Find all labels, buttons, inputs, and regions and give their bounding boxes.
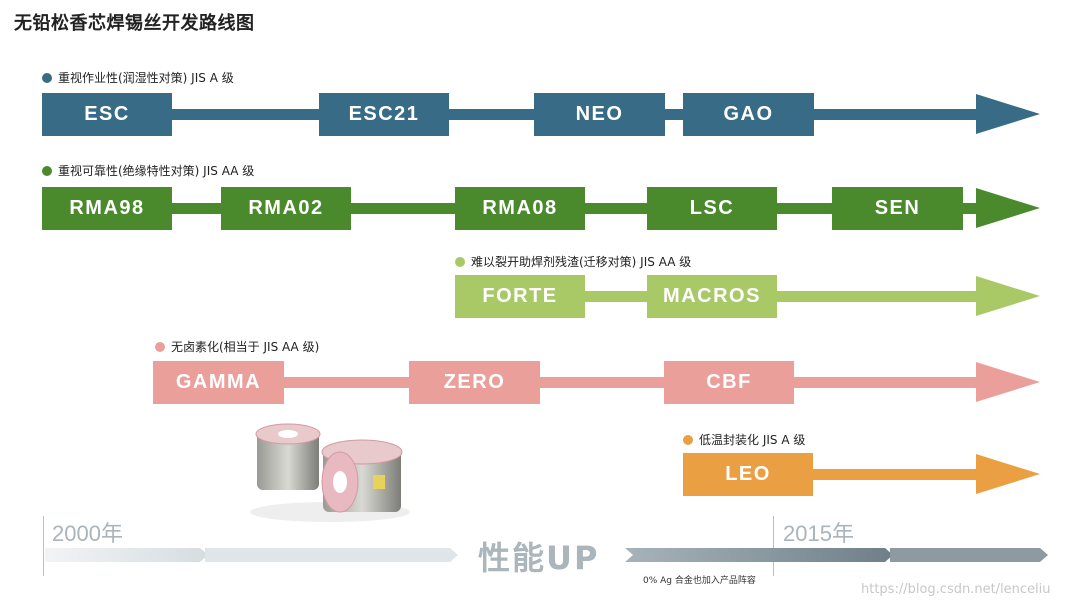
end-year-label: 2015年 xyxy=(783,521,854,546)
arrow-head-icon xyxy=(976,454,1040,494)
product-box: GAMMA xyxy=(153,361,284,404)
row-label-text: 低温封装化 JIS A 级 xyxy=(699,433,806,447)
row-label-low-temp: 低温封装化 JIS A 级 xyxy=(683,431,805,448)
product-box: RMA98 xyxy=(42,187,172,230)
timeline-tick xyxy=(773,516,774,576)
performance-up-label: 性能UP xyxy=(478,539,600,577)
page-title: 无铅松香芯焊锡丝开发路线图 xyxy=(14,13,255,34)
row-label-halogen-free: 无卤素化(相当于 JIS AA 级) xyxy=(155,338,319,355)
product-box: NEO xyxy=(534,93,665,136)
arrow-head-icon xyxy=(976,94,1040,134)
bullet-dot-icon xyxy=(42,72,52,83)
row-label-text: 重视作业性(润湿性对策) JIS A 级 xyxy=(58,71,234,85)
row-label-migration: 难以裂开助焊剂残渣(迁移对策) JIS AA 级 xyxy=(455,253,691,270)
arrow-head-icon xyxy=(976,362,1040,402)
silver-free-note: 0% Ag 合金也加入产品阵容 xyxy=(643,576,756,586)
product-box: LSC xyxy=(647,187,777,230)
start-year-label: 2000年 xyxy=(52,521,123,546)
product-box: CBF xyxy=(664,361,794,404)
product-box: MACROS xyxy=(647,275,777,318)
product-box: LEO xyxy=(683,453,813,496)
bullet-dot-icon xyxy=(42,165,52,176)
product-box: GAO xyxy=(683,93,814,136)
roadmap-line xyxy=(153,377,982,388)
row-label-text: 无卤素化(相当于 JIS AA 级) xyxy=(171,340,320,354)
product-box: ESC21 xyxy=(319,93,449,136)
arrow-head-icon xyxy=(976,276,1040,316)
bullet-dot-icon xyxy=(455,256,465,267)
bullet-dot-icon xyxy=(155,341,165,352)
product-box: ESC xyxy=(42,93,172,136)
product-box: RMA02 xyxy=(221,187,351,230)
product-box: SEN xyxy=(832,187,963,230)
arrow-head-icon xyxy=(976,188,1040,228)
row-label-workability: 重视作业性(润湿性对策) JIS A 级 xyxy=(42,69,234,86)
watermark: https://blog.csdn.net/lenceliu xyxy=(861,582,1051,597)
product-box: ZERO xyxy=(409,361,540,404)
bullet-dot-icon xyxy=(683,434,693,445)
row-label-text: 重视可靠性(绝缘特性对策) JIS AA 级 xyxy=(58,164,255,178)
timeline-tick xyxy=(43,516,44,576)
roadmap-line xyxy=(42,109,982,120)
row-label-reliability: 重视可靠性(绝缘特性对策) JIS AA 级 xyxy=(42,162,254,179)
product-box: RMA08 xyxy=(455,187,585,230)
row-label-text: 难以裂开助焊剂残渣(迁移对策) JIS AA 级 xyxy=(471,255,692,269)
roadmap-line xyxy=(683,469,982,480)
timeline-arrow xyxy=(45,548,1048,562)
product-box: FORTE xyxy=(455,275,585,318)
solder-spool-image xyxy=(250,423,410,522)
